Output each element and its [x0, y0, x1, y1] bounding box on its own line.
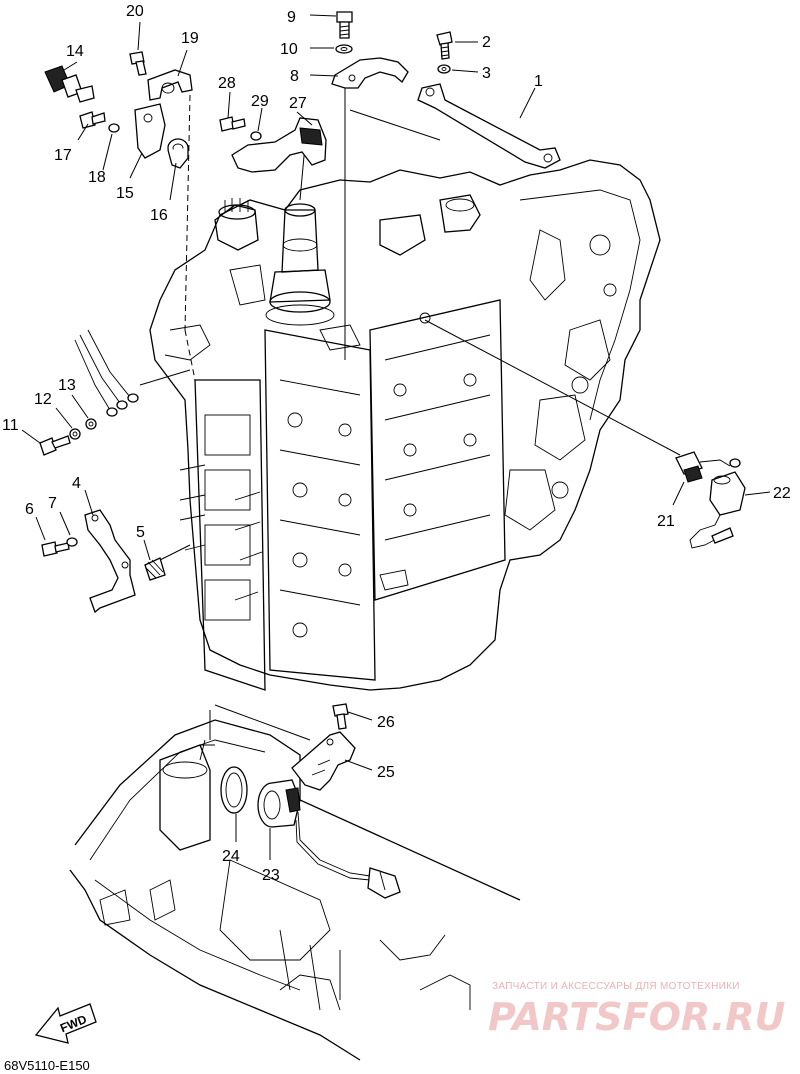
callout-23: 23	[262, 867, 280, 884]
callout-8: 8	[290, 68, 299, 85]
guide-lines	[139, 80, 681, 741]
callout-15: 15	[116, 185, 134, 202]
callout-6: 6	[25, 501, 34, 518]
callout-27: 27	[289, 95, 307, 112]
callout-3: 3	[482, 65, 491, 82]
callout-22: 22	[773, 485, 791, 502]
part-14-sensor	[44, 65, 95, 103]
callout-11: 11	[2, 417, 19, 434]
callout-17: 17	[54, 147, 72, 164]
callout-leaders	[21, 14, 771, 860]
part-17-bolt	[79, 111, 106, 129]
callout-16: 16	[150, 207, 168, 224]
part-4-bracket	[84, 509, 136, 614]
part-9-bolt	[336, 11, 353, 39]
part-25-holder	[291, 731, 356, 791]
callout-10: 10	[280, 41, 298, 58]
watermark-logo: PARTSFOR.RU	[488, 995, 786, 1039]
part-18-washer	[108, 123, 120, 133]
callout-19: 19	[181, 30, 199, 47]
part-22-cap	[689, 471, 746, 549]
callout-4: 4	[72, 475, 81, 492]
part-7-washer	[66, 537, 78, 547]
part-24-o-ring	[220, 766, 248, 814]
callout-29: 29	[251, 93, 269, 110]
callout-24: 24	[222, 848, 240, 865]
callout-labels: 1 2 3 4 5 6 7 8 9 10 11 12 13 14 15 16 1…	[2, 3, 791, 884]
diagram-code: 68V5110-E150	[4, 1058, 90, 1073]
part-8-bracket	[331, 57, 409, 89]
watermark-tagline: ЗАПЧАСТИ И АКСЕССУАРЫ ДЛЯ МОТОТЕХНИКИ	[492, 981, 740, 992]
part-11-bolt	[39, 435, 71, 456]
part-15-plate	[134, 103, 166, 159]
part-16-sleeve	[167, 138, 189, 169]
callout-2: 2	[482, 34, 491, 51]
part-27-bracket	[231, 117, 327, 173]
part-2-bolt	[436, 31, 453, 60]
part-5-spring	[144, 557, 166, 581]
part-12-washer	[69, 428, 81, 440]
part-3-washer	[437, 64, 451, 74]
part-28-bolt	[219, 116, 246, 132]
callout-20: 20	[126, 3, 144, 20]
callout-25: 25	[377, 764, 395, 781]
lower-case	[69, 719, 521, 1061]
part-19-clamp	[147, 69, 193, 101]
part-21-sensor	[675, 451, 741, 483]
callout-12: 12	[34, 391, 52, 408]
callout-5: 5	[136, 524, 145, 541]
callout-7: 7	[48, 495, 57, 512]
part-13-washer	[85, 418, 97, 430]
part-6-bolt	[41, 541, 70, 557]
watermark: ЗАПЧАСТИ И АКСЕССУАРЫ ДЛЯ МОТОТЕХНИКИ PA…	[488, 981, 786, 1039]
engine-block	[149, 159, 661, 691]
part-23-sensor	[257, 779, 401, 899]
part-10-washer	[335, 44, 353, 54]
shaft-column	[265, 203, 335, 326]
ring-terminals	[74, 329, 139, 417]
part-20-bolt	[129, 51, 147, 76]
part-29-washer	[250, 131, 262, 141]
callout-26: 26	[377, 714, 395, 731]
fwd-arrow-icon: FWD	[34, 1003, 97, 1044]
callout-14: 14	[66, 43, 84, 60]
callout-21: 21	[657, 513, 675, 530]
callout-13: 13	[58, 377, 76, 394]
callout-9: 9	[287, 9, 296, 26]
callout-1: 1	[534, 73, 543, 90]
callout-28: 28	[218, 75, 236, 92]
part-26-bolt	[332, 703, 349, 730]
callout-18: 18	[88, 169, 106, 186]
part-1-bracket	[417, 83, 561, 169]
